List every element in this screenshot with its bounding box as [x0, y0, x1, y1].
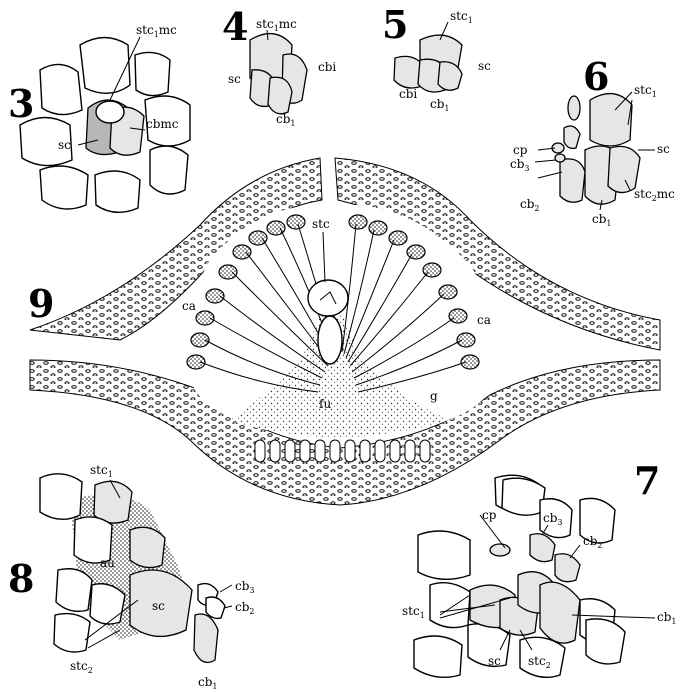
fig8-label-sc: sc	[152, 600, 165, 612]
fig9-label-fu: fu	[319, 398, 331, 410]
fig5-label-stc1: stc1	[450, 10, 473, 25]
figure-4-number: 4	[222, 8, 248, 46]
fig7-label-stc2: stc2	[528, 655, 551, 670]
fig8-label-cb3: cb3	[235, 580, 255, 595]
fig3-label-sc: sc	[58, 139, 71, 151]
fig6-label-cb1: cb1	[592, 213, 612, 228]
fig8-label-cb2: cb2	[235, 601, 255, 616]
fig7-label-cb2: cb2	[583, 535, 603, 550]
fig5-label-cbi: cbi	[399, 88, 417, 100]
figure-7-number: 7	[634, 462, 660, 500]
fig6-label-stc1: stc1	[634, 84, 657, 99]
fig6-label-cp: cp	[513, 144, 527, 156]
fig5-label-cb1: cb1	[430, 98, 450, 113]
fig9-label-ca-left: ca	[182, 300, 196, 312]
fig7-label-cb3: cb3	[543, 512, 563, 527]
figure-3-number: 3	[8, 85, 34, 123]
fig6-label-cb2: cb2	[520, 198, 540, 213]
fig7-label-cb1: cb1	[657, 611, 677, 626]
fig8-label-au: au	[100, 557, 115, 569]
fig4-label-cb1: cb1	[276, 113, 296, 128]
figure-6-number: 6	[583, 58, 609, 96]
fig5-label-sc: sc	[478, 60, 491, 72]
fig7-label-cp: cp	[482, 509, 496, 521]
figure-8-drawing	[40, 474, 232, 663]
fig7-label-stc1: stc1	[402, 605, 425, 620]
figure-8-number: 8	[8, 560, 34, 598]
fig9-label-stc: stc	[312, 218, 330, 230]
figure-4-drawing	[250, 30, 307, 114]
fig9-label-g: g	[430, 390, 438, 402]
fig8-label-stc2: stc2	[70, 660, 93, 675]
fig4-label-stc1mc: stc1mc	[256, 18, 297, 33]
fig6-label-cb3: cb3	[510, 158, 530, 173]
figure-5-number: 5	[382, 6, 408, 44]
fig9-label-ca-right: ca	[477, 314, 491, 326]
fig6-label-stc2mc: stc2mc	[634, 188, 675, 203]
fig8-label-stc1: stc1	[90, 464, 113, 479]
fig4-label-sc: sc	[228, 73, 241, 85]
fig4-label-cbi: cbi	[318, 61, 336, 73]
fig3-label-stc1mc: stc1mc	[136, 24, 177, 39]
fig3-label-cbmc: cbmc	[146, 118, 179, 130]
figure-9-number: 9	[28, 285, 54, 323]
fig8-label-cb1: cb1	[198, 676, 218, 691]
fig7-label-sc: sc	[488, 655, 501, 667]
figure-7-drawing	[414, 475, 655, 677]
fig6-label-sc: sc	[657, 143, 670, 155]
